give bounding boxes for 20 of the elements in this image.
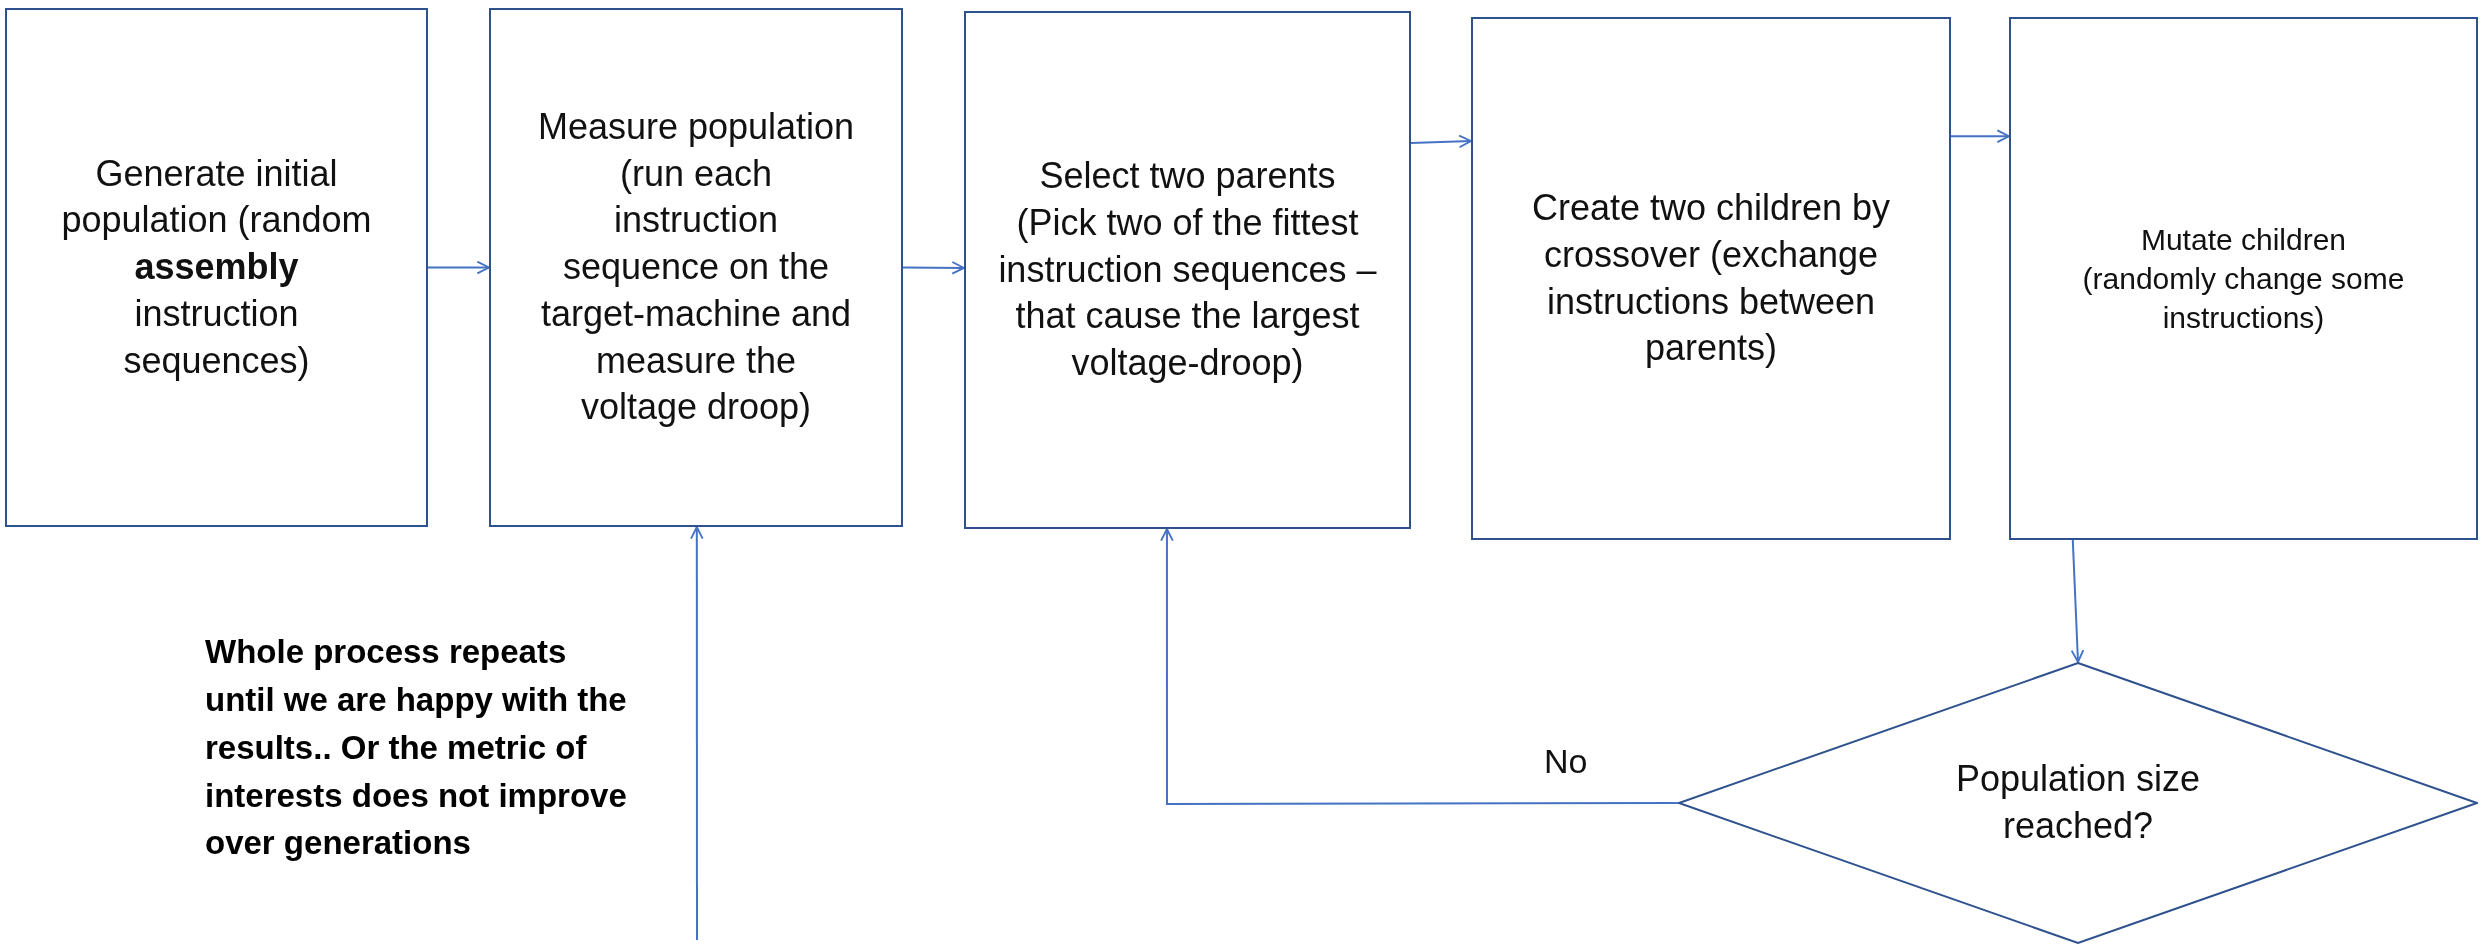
process-box <box>1471 17 1951 540</box>
process-box <box>5 8 428 527</box>
process-box <box>2009 17 2478 540</box>
arrow <box>902 261 965 275</box>
process-box <box>964 11 1411 529</box>
arrow <box>1160 528 1679 805</box>
note-text: Whole process repeats until we are happy with the results.. Or the metric of interests does not improve over generations <box>205 632 628 864</box>
decision-diamond <box>1678 662 2478 944</box>
box-text: Mutate children (randomly change some instructions) <box>2081 222 2406 336</box>
arrow <box>2070 539 2085 663</box>
box-text: Measure population (run each instruction sequence on the target-machine and measure the voltage droop) <box>536 104 856 430</box>
box-text: Select two parents (Pick two of the fittest instruction sequences – that cause the largest voltage-droop) <box>997 154 1378 386</box>
arrow <box>1950 129 2010 143</box>
arrow <box>1410 134 1472 149</box>
box-text: Generate initial population (random assembly instruction sequences) <box>60 151 373 383</box>
process-box <box>489 8 903 527</box>
arrow <box>427 260 490 275</box>
box-text: Create two children by crossover (exchange instructions between parents) <box>1530 185 1892 371</box>
box-text: Population size reached? <box>1954 757 2202 848</box>
arrow <box>690 526 704 941</box>
